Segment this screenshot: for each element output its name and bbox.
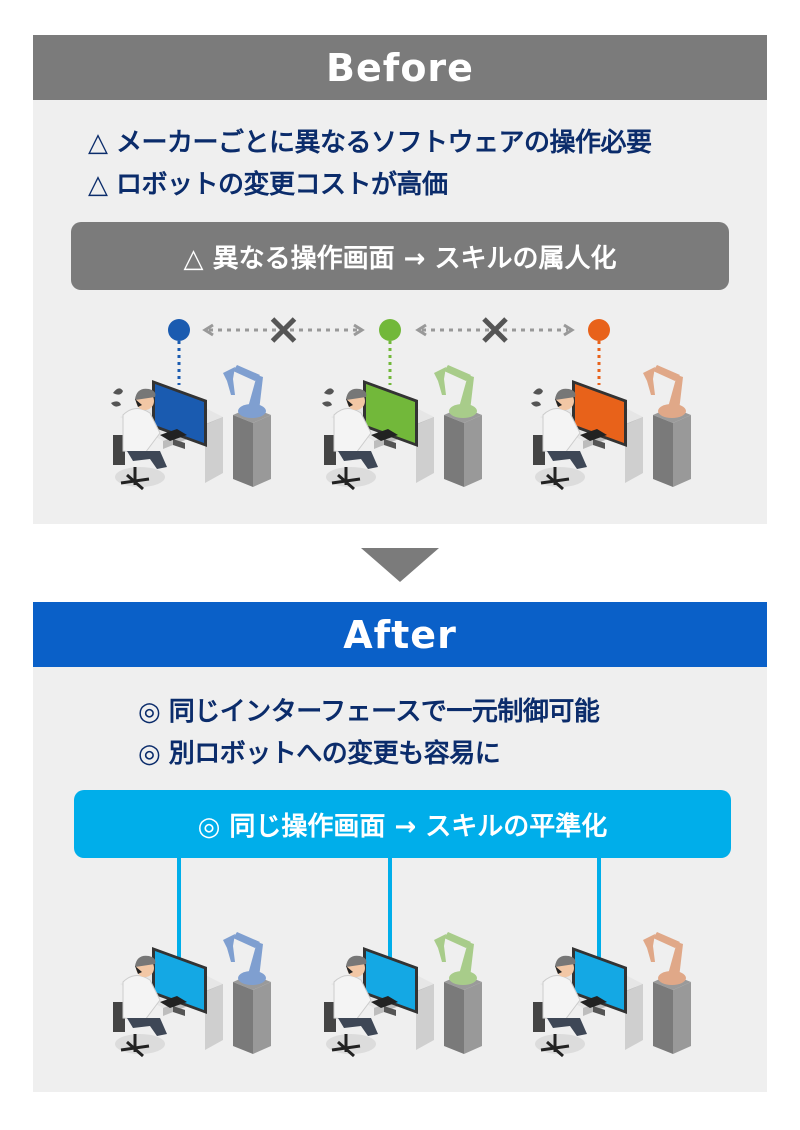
cap	[555, 955, 576, 967]
monitor	[572, 380, 627, 449]
after-point-1: ◎ 同じインターフェースで一元制御可能	[138, 697, 600, 727]
robot-gripper	[434, 367, 446, 395]
monitor-screen	[155, 951, 204, 1010]
sweat-icon	[322, 388, 334, 407]
keyboard	[371, 996, 398, 1008]
arrowhead-icon	[202, 323, 365, 337]
cap	[135, 388, 156, 400]
cap	[346, 955, 367, 967]
keyboard	[580, 429, 607, 441]
status-dot	[379, 319, 401, 341]
monitor	[152, 380, 207, 449]
keyboard	[580, 996, 607, 1008]
status-dot	[168, 319, 190, 341]
keyboard	[160, 996, 187, 1008]
monitor	[363, 947, 418, 1016]
cap	[555, 388, 576, 400]
before-point-2: △ ロボットの変更コストが高価	[88, 170, 448, 200]
cross-icon	[270, 317, 297, 343]
chair	[533, 1002, 570, 1058]
cross-icon	[482, 317, 508, 343]
monitor-screen	[155, 384, 204, 443]
monitor	[572, 947, 627, 1016]
after-point-2: ◎ 別ロボットへの変更も容易に	[138, 739, 501, 769]
operator	[122, 388, 167, 469]
workstation	[111, 365, 271, 491]
robot	[434, 932, 482, 1054]
before-panel: △ メーカーごとに異なるソフトウェアの操作必要 △ ロボットの変更コストが高価 …	[33, 100, 767, 524]
workstation	[531, 365, 691, 491]
monitor	[363, 380, 418, 449]
monitor-screen	[366, 951, 415, 1010]
chair	[113, 1002, 150, 1058]
monitor	[152, 947, 207, 1016]
workstation	[322, 365, 482, 491]
keyboard	[371, 429, 398, 441]
robot	[643, 932, 691, 1054]
cap	[346, 388, 367, 400]
robot-gripper	[434, 934, 446, 962]
workstation	[113, 932, 271, 1058]
robot-gripper	[223, 367, 235, 395]
monitor-screen	[575, 951, 624, 1010]
chair	[324, 435, 361, 491]
workstation	[533, 932, 691, 1058]
arrowhead-icon	[415, 323, 575, 337]
after-summary-bar: ◎ 同じ操作画面 → スキルの平準化	[74, 790, 731, 858]
operator	[542, 388, 587, 469]
before-point-1: △ メーカーごとに異なるソフトウェアの操作必要	[88, 128, 652, 158]
keyboard	[160, 429, 187, 441]
robot	[223, 932, 271, 1054]
operator	[122, 955, 167, 1036]
down-arrow-icon	[361, 548, 439, 582]
operator	[333, 955, 378, 1036]
robot	[434, 365, 482, 487]
chair	[324, 1002, 361, 1058]
sweat-icon	[531, 388, 543, 407]
chair	[113, 435, 150, 491]
sweat-icon	[111, 388, 123, 407]
status-dot	[588, 319, 610, 341]
before-summary-bar: △ 異なる操作画面 → スキルの属人化	[71, 222, 729, 290]
robot	[223, 365, 271, 487]
operator	[333, 388, 378, 469]
monitor-screen	[575, 384, 624, 443]
workstation	[324, 932, 482, 1058]
operator	[542, 955, 587, 1036]
cap	[135, 955, 156, 967]
robot-gripper	[643, 934, 655, 962]
after-header: After	[33, 602, 767, 667]
robot	[643, 365, 691, 487]
chair	[533, 435, 570, 491]
robot-gripper	[643, 367, 655, 395]
monitor-screen	[366, 384, 415, 443]
before-header: Before	[33, 35, 767, 100]
robot-gripper	[223, 934, 235, 962]
